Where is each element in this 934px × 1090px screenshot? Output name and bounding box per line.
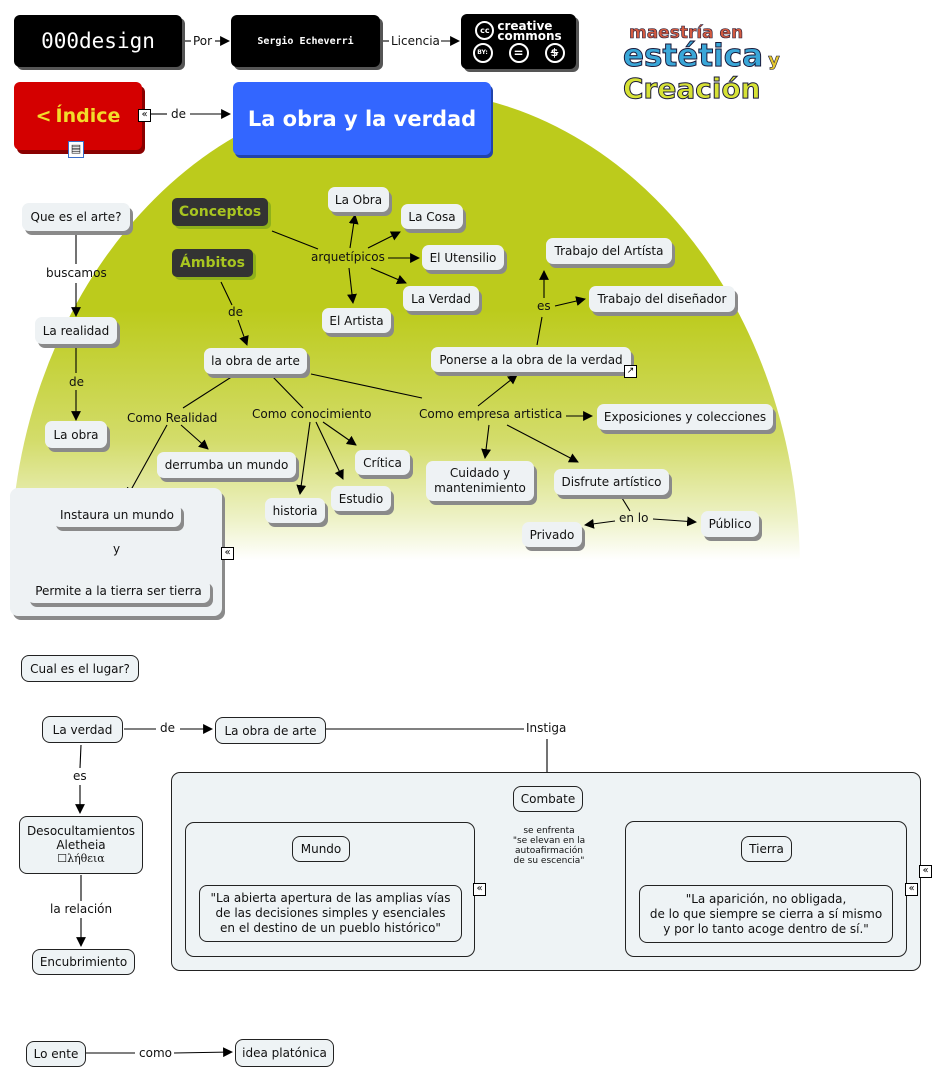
node-combate[interactable]: Combate [513, 786, 583, 812]
node-conceptos[interactable]: Conceptos [172, 198, 268, 226]
no-derivatives-icon: = [508, 42, 529, 63]
note-document-icon[interactable]: ▤ [68, 141, 84, 158]
node-derrumba-un-mundo[interactable]: derrumba un mundo [157, 452, 296, 478]
node-encubrimiento[interactable]: Encubrimiento [32, 949, 135, 975]
page-title: La obra y la verdad [233, 82, 491, 155]
node-mundo-quote[interactable]: "La abierta apertura de las amplias vías… [199, 885, 462, 942]
link-como-conocimiento: Como conocimiento [252, 407, 372, 421]
enfrenta-line1: se enfrenta [523, 826, 575, 836]
node-el-artista[interactable]: El Artista [322, 308, 391, 333]
node-la-verdad-concepto[interactable]: La Verdad [403, 286, 479, 311]
mundo-quote-line1: "La abierta apertura de las amplias vías [210, 891, 451, 905]
mundo-quote-line3: en el destino de un pueblo histórico" [220, 921, 441, 935]
tierra-quote-line2: de lo que siempre se cierra a sí mismo [649, 906, 883, 921]
enfrenta-line3: autoafirmación [515, 846, 583, 856]
node-instaura-un-mundo[interactable]: Instaura un mundo [53, 503, 181, 527]
node-mundo[interactable]: Mundo [292, 836, 350, 862]
node-cuidado-y-mantenimiento[interactable]: Cuidado y mantenimiento [426, 461, 534, 501]
node-la-obra[interactable]: La obra [45, 421, 107, 448]
node-la-cosa[interactable]: La Cosa [401, 204, 463, 229]
link-como-empresa: Como empresa artistica [419, 407, 563, 421]
node-cual-es-el-lugar[interactable]: Cual es el lugar? [21, 655, 139, 682]
author-button[interactable]: Sergio Echeverri [231, 15, 380, 67]
collapse-icon[interactable]: « [138, 109, 151, 122]
licencia-label: Licencia [391, 34, 440, 48]
node-historia[interactable]: historia [265, 498, 325, 523]
link-como: como [139, 1046, 172, 1060]
author-label: Sergio Echeverri [257, 35, 354, 47]
logo-line2: estética [622, 38, 764, 74]
node-ambitos[interactable]: Ámbitos [172, 249, 253, 277]
logo-line2b: y [768, 50, 780, 72]
cc-icon: cc [475, 21, 495, 40]
link-arquetipicos: arquetípicos [311, 250, 385, 264]
node-la-obra-concepto[interactable]: La Obra [328, 187, 389, 212]
node-critica[interactable]: Crítica [355, 450, 410, 475]
link-como-realidad: Como Realidad [127, 411, 218, 425]
tierra-quote-line3: y por lo tanto acoge dentro de sí." [663, 921, 869, 936]
link-instiga: Instiga [526, 721, 567, 735]
node-tierra-quote[interactable]: "La aparición, no obligada, de lo que si… [639, 885, 893, 943]
mundo-quote-line2: de las decisiones simples y esenciales [215, 906, 446, 920]
collapse-icon[interactable]: « [473, 883, 486, 896]
collapse-icon[interactable]: « [905, 883, 918, 896]
node-la-verdad[interactable]: La verdad [42, 716, 123, 743]
link-es: es [537, 299, 551, 313]
maestria-logo[interactable]: maestría en estética y Creación [622, 23, 793, 108]
logo-line1: maestría en [629, 23, 744, 43]
tierra-quote-line1: "La aparición, no obligada, [685, 891, 847, 906]
link-de-realidad: de [69, 375, 84, 389]
back-chevron-icon: < [35, 105, 52, 127]
node-permite-tierra[interactable]: Permite a la tierra ser tierra [27, 579, 210, 603]
link-y: y [113, 542, 121, 556]
creative-commons-license-button[interactable]: cc creative commons BY: = $ [461, 14, 576, 69]
enfrenta-line2: "se elevan en la [512, 836, 586, 846]
desocult-line1: Desocultamientos [26, 824, 136, 838]
node-la-obra-de-arte[interactable]: la obra de arte [204, 348, 307, 374]
por-label: Por [193, 34, 213, 48]
node-desocultamientos[interactable]: Desocultamientos Aletheia ☐λήθεια [19, 816, 143, 874]
node-disfrute-artistico[interactable]: Disfrute artístico [554, 469, 669, 495]
node-que-es-el-arte[interactable]: Que es el arte? [22, 203, 130, 231]
non-commercial-icon: $ [544, 42, 565, 63]
link-se-enfrenta: se enfrenta "se elevan en la autoafirmac… [506, 826, 592, 866]
node-lo-ente[interactable]: Lo ente [26, 1041, 86, 1067]
link-buscamos: buscamos [46, 266, 107, 280]
collapse-icon[interactable]: « [919, 865, 932, 878]
by-attribution-icon: BY: [472, 42, 493, 63]
de-label-header: de [171, 107, 186, 121]
desocult-line2: Aletheia [56, 838, 106, 852]
page-title-text: La obra y la verdad [247, 106, 477, 131]
brand-label: 000design [41, 29, 155, 53]
link-en-lo: en lo [619, 511, 649, 525]
desocult-line3: ☐λήθεια [57, 852, 105, 865]
link-es-verdad: es [73, 769, 87, 783]
link-la-relacion: la relación [50, 902, 113, 916]
external-link-icon[interactable]: ↗ [624, 365, 637, 378]
link-de-ambitos: de [228, 305, 243, 319]
node-el-utensilio[interactable]: El Utensilio [422, 245, 504, 270]
index-label: Índice [55, 105, 121, 127]
node-tierra[interactable]: Tierra [741, 836, 792, 862]
node-trabajo-del-artista[interactable]: Trabajo del Artísta [546, 238, 672, 264]
enfrenta-line4: de su escencia" [513, 856, 585, 866]
logo-line3: Creación [623, 72, 762, 105]
node-idea-platonica[interactable]: idea platónica [235, 1039, 334, 1067]
link-de-verdad: de [160, 721, 175, 735]
node-exposiciones-y-colecciones[interactable]: Exposiciones y colecciones [597, 404, 773, 430]
cc-line1: creative [497, 18, 553, 33]
cc-line2: commons [497, 28, 562, 43]
node-la-realidad[interactable]: La realidad [35, 317, 117, 344]
node-trabajo-del-disenador[interactable]: Trabajo del diseñador [589, 286, 735, 312]
brand-button[interactable]: 000design [14, 15, 182, 67]
node-estudio[interactable]: Estudio [331, 486, 391, 511]
node-privado[interactable]: Privado [522, 522, 582, 547]
node-ponerse-a-la-obra[interactable]: Ponerse a la obra de la verdad [431, 347, 631, 372]
index-button[interactable]: < Índice [14, 82, 142, 150]
node-publico[interactable]: Público [701, 511, 759, 537]
node-la-obra-de-arte-2[interactable]: La obra de arte [215, 717, 326, 744]
collapse-icon[interactable]: « [221, 547, 234, 560]
